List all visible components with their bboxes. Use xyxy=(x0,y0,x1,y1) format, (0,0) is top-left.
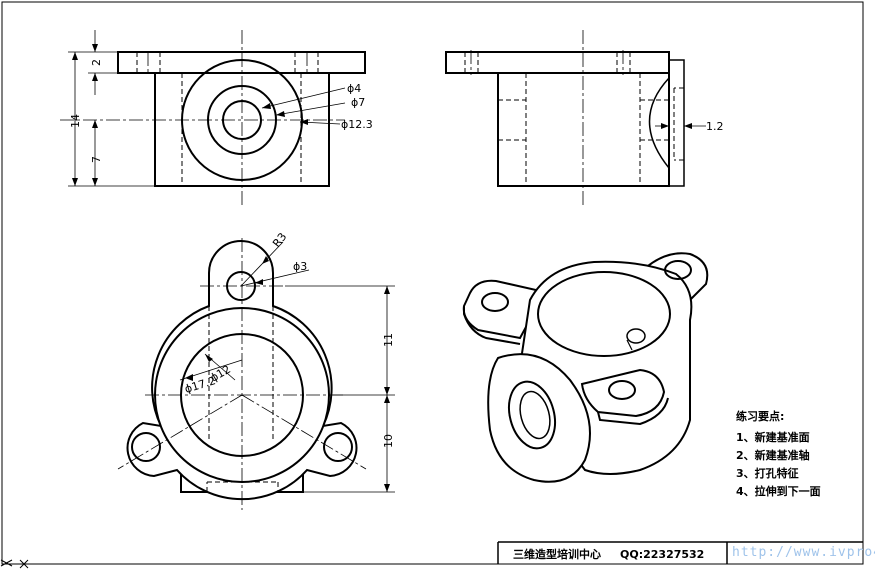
dim-phi4: ϕ4 xyxy=(347,82,361,95)
side-boss-arc xyxy=(648,77,670,169)
iso-hole-bottom xyxy=(608,380,636,400)
iso-boss xyxy=(487,353,591,483)
top-view xyxy=(117,238,395,510)
notes-item-2: 2、新建基准轴 xyxy=(736,448,810,462)
dim-r3: R3 xyxy=(270,230,289,250)
side-hidden-lines xyxy=(464,52,684,186)
notes-item-1: 1、新建基准面 xyxy=(736,430,810,444)
notes-item-4: 4、拉伸到下一面 xyxy=(736,484,821,498)
front-center-lines xyxy=(60,30,345,205)
title-block-qq: QQ:22327532 xyxy=(620,548,704,561)
front-view xyxy=(60,30,366,205)
top-hidden-lines xyxy=(206,306,279,492)
iso-hole-left xyxy=(481,292,509,312)
dim-phi12-3: ϕ12.3 xyxy=(341,118,373,131)
dim-total-height: 14 xyxy=(69,114,82,128)
practice-notes: 练习要点: 1、新建基准面 2、新建基准轴 3、打孔特征 4、拉伸到下一面 xyxy=(736,409,821,498)
side-center-lines xyxy=(470,30,624,205)
front-mid-circle xyxy=(207,85,277,155)
dim-flange-thickness: 2 xyxy=(90,59,103,66)
iso-lug-bottom xyxy=(580,368,666,418)
drawing-border xyxy=(1,1,864,565)
front-dimension-lines xyxy=(68,30,346,187)
dim-boss-offset: 1.2 xyxy=(706,120,724,133)
top-lug-hole-right xyxy=(323,432,353,462)
top-lug-hole-left xyxy=(131,432,161,462)
title-block-center-name: 三维造型培训中心 xyxy=(513,547,601,561)
front-hidden-lines xyxy=(136,52,319,186)
iso-lug-bottom-side xyxy=(597,397,669,426)
dim-lower-height: 7 xyxy=(90,156,103,163)
top-dim-arrows xyxy=(185,256,390,492)
side-flange-outline xyxy=(445,51,670,74)
notes-item-3: 3、打孔特征 xyxy=(736,466,799,480)
iso-boss-hole-outer xyxy=(507,380,557,450)
iso-inner-hole xyxy=(626,328,646,344)
iso-lug-left-side xyxy=(463,306,521,345)
side-body-outline xyxy=(497,73,670,187)
dim-11: 11 xyxy=(382,333,395,347)
side-view xyxy=(445,30,706,205)
isometric-view xyxy=(462,252,709,483)
dim-phi3: ϕ3 xyxy=(293,260,307,273)
title-block xyxy=(497,541,863,564)
iso-top-bore xyxy=(537,271,671,357)
ucs-icon xyxy=(0,559,29,569)
dim-phi7: ϕ7 xyxy=(351,96,365,109)
iso-hole-right xyxy=(664,260,692,280)
front-flange-outline xyxy=(117,51,366,74)
top-dimension-lines xyxy=(179,241,395,493)
watermark: http://www.ivpro4.com xyxy=(732,545,875,560)
notes-title: 练习要点: xyxy=(736,409,784,423)
front-dim-arrows xyxy=(72,44,308,186)
iso-boss-hole-inner xyxy=(519,390,551,440)
side-boss-outline xyxy=(669,59,685,187)
dim-10: 10 xyxy=(382,434,395,448)
side-dim-arrows xyxy=(661,123,692,129)
